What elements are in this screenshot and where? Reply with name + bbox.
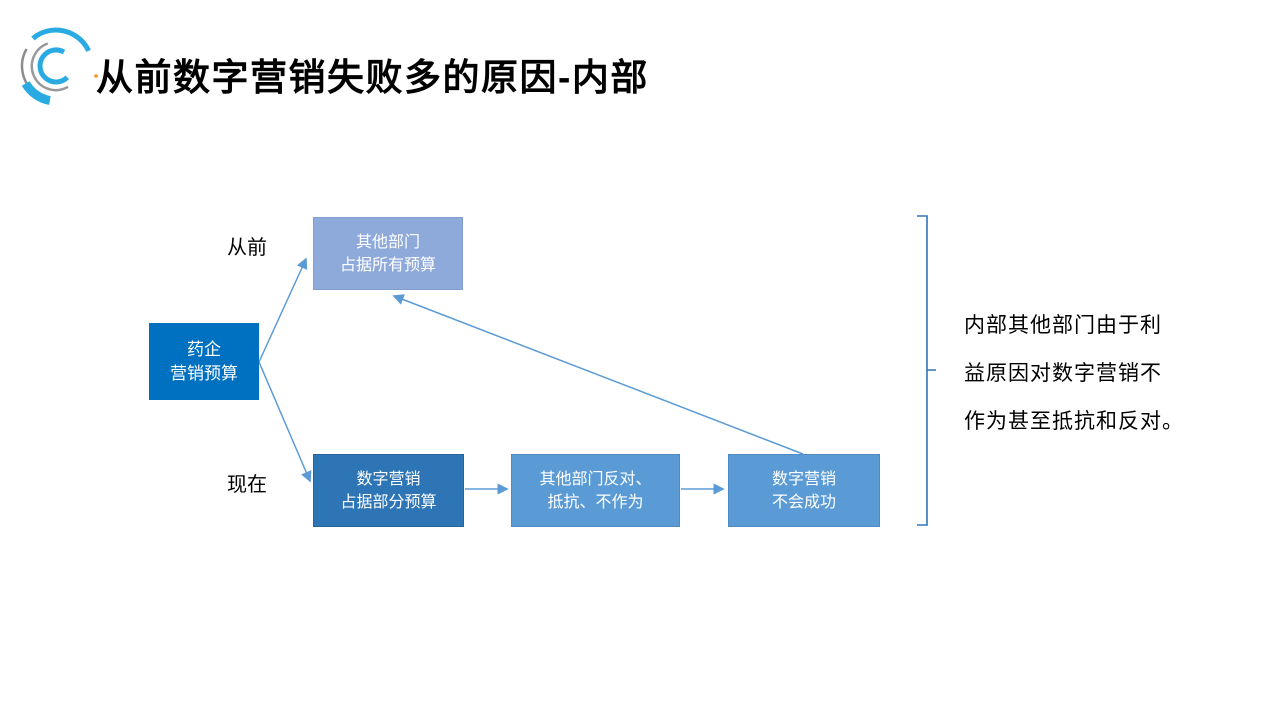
arrow-fail-to-past-box	[392, 294, 804, 455]
right-bracket	[917, 215, 936, 526]
brand-logo-icon	[20, 27, 98, 105]
box-pharma-budget: 药企 营销预算	[149, 323, 259, 400]
box-digital-partial-budget: 数字营销 占据部分预算	[313, 454, 464, 527]
arrow-budget-to-present-box	[258, 361, 312, 483]
box-other-departments-all-budget: 其他部门 占据所有预算	[313, 217, 463, 290]
label-present: 现在	[227, 474, 267, 496]
page-title: 从前数字营销失败多的原因-内部	[96, 57, 649, 98]
box-departments-oppose: 其他部门反对、 抵抗、不作为	[511, 454, 680, 527]
box-digital-not-succeed: 数字营销 不会成功	[728, 454, 880, 527]
annotation-text: 内部其他部门由于利 益原因对数字营销不 作为甚至抵抗和反对。	[964, 314, 1184, 433]
arrow-budget-to-past-box	[258, 257, 308, 363]
label-past: 从前	[227, 237, 267, 259]
